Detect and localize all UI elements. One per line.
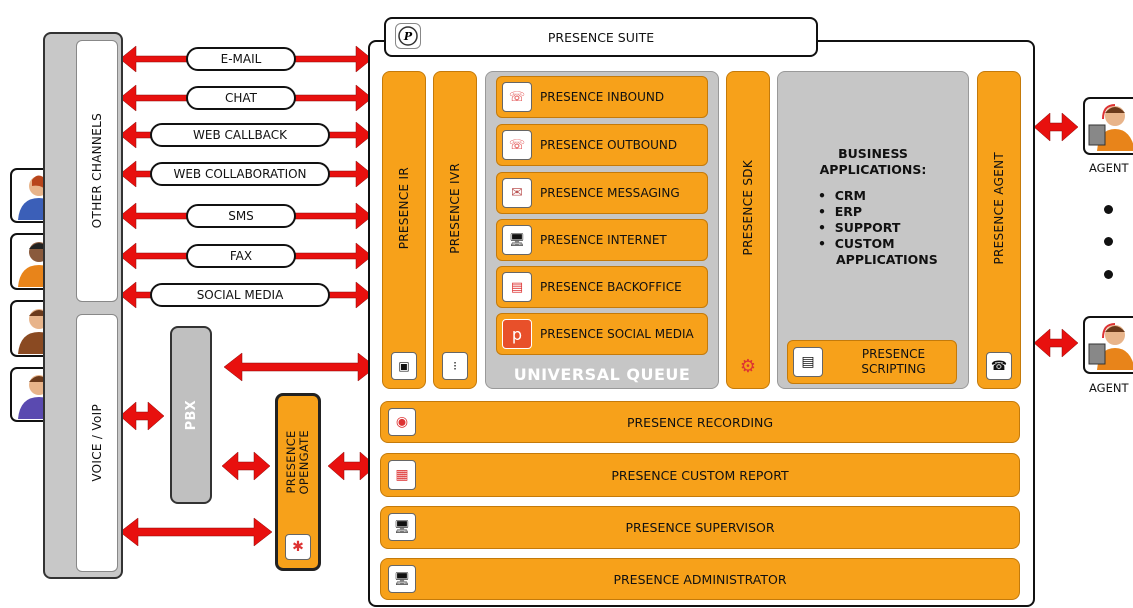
module-outbound: ☏ PRESENCE OUTBOUND [496, 124, 708, 166]
backoffice-icon: ▤ [502, 272, 532, 302]
module-outbound-label: PRESENCE OUTBOUND [540, 138, 678, 152]
social-media-icon: p [502, 319, 532, 349]
ivr-icon: ⁝ [442, 352, 468, 380]
presence-scripting-box: ▤ PRESENCE SCRIPTING [787, 340, 957, 384]
agent-avatar-1 [1083, 97, 1133, 155]
scripting-icon: ▤ [793, 347, 823, 377]
opengate-line1: PRESENCE [284, 430, 298, 494]
module-internet-label: PRESENCE INTERNET [540, 233, 667, 247]
bar-custom-report-label: PRESENCE CUSTOM REPORT [611, 467, 789, 483]
voice-panel: VOICE / VoIP [76, 314, 118, 572]
internet-icon: 🖥 [502, 225, 532, 255]
bar-recording: ◉ PRESENCE RECORDING [380, 401, 1020, 443]
voice-label: VOICE / VoIP [90, 404, 104, 482]
business-item-erp: • ERP [818, 204, 863, 219]
outbound-icon: ☏ [502, 130, 532, 160]
opengate-label: PRESENCE OPENGATE [284, 429, 311, 495]
agent-avatar-2 [1083, 316, 1133, 374]
bar-custom-report: ▦ PRESENCE CUSTOM REPORT [380, 453, 1020, 497]
channel-fax: FAX [186, 244, 296, 268]
module-social-media-label: PRESENCE SOCIAL MEDIA [540, 327, 694, 341]
business-applications-panel: BUSINESS APPLICATIONS: • CRM • ERP • SUP… [777, 71, 969, 389]
business-item-support: • SUPPORT [818, 220, 901, 235]
module-inbound-label: PRESENCE INBOUND [540, 90, 665, 104]
business-item-custom: • CUSTOM [818, 236, 895, 251]
channel-web-collaboration: WEB COLLABORATION [150, 162, 330, 186]
ellipsis-dot-3 [1104, 270, 1113, 279]
agent-label-2: AGENT [1089, 381, 1129, 395]
business-title-line2: APPLICATIONS: [819, 162, 927, 177]
presence-sdk-column: PRESENCE SDK ⚙ [726, 71, 770, 389]
bar-supervisor: 🖥 PRESENCE SUPERVISOR [380, 506, 1020, 549]
agent-headset-icon [1088, 323, 1133, 370]
presence-suite-header: PRESENCE SUITE [384, 17, 818, 57]
sdk-gear-icon: ⚙ [739, 355, 757, 377]
business-item-custom-cont: APPLICATIONS [836, 252, 938, 267]
presence-sdk-label: PRESENCE SDK [741, 160, 755, 256]
supervisor-icon: 🖥 [388, 513, 416, 541]
module-internet: 🖥 PRESENCE INTERNET [496, 219, 708, 261]
business-app-list: • CRM • ERP • SUPPORT • CUSTOM APPLICATI… [818, 188, 968, 268]
inbound-icon: ☏ [502, 82, 532, 112]
scripting-line2: SCRIPTING [861, 362, 926, 376]
agent-headset-icon [1088, 104, 1133, 151]
opengate-icon: ✱ [285, 534, 311, 560]
other-channels-panel: OTHER CHANNELS [76, 40, 118, 302]
bar-administrator-label: PRESENCE ADMINISTRATOR [613, 571, 787, 587]
bar-supervisor-label: PRESENCE SUPERVISOR [625, 520, 775, 535]
module-messaging-label: PRESENCE MESSAGING [540, 186, 680, 200]
channel-chat: CHAT [186, 86, 296, 110]
pbx-label: PBX [183, 399, 199, 431]
ellipsis-dot-2 [1104, 237, 1113, 246]
opengate-box: PRESENCE OPENGATE ✱ [275, 393, 321, 571]
channel-email: E-MAIL [186, 47, 296, 71]
ir-icon: ▣ [391, 352, 417, 380]
administrator-icon: 🖥 [388, 565, 416, 593]
module-backoffice: ▤ PRESENCE BACKOFFICE [496, 266, 708, 308]
agent-icon: ☎ [986, 352, 1012, 380]
business-item-crm: • CRM [818, 188, 866, 203]
other-channels-label: OTHER CHANNELS [90, 113, 104, 229]
channel-sms: SMS [186, 204, 296, 228]
arrow-voice-opengate [119, 517, 273, 547]
opengate-line2: OPENGATE [297, 429, 311, 495]
presence-ir-label: PRESENCE IR [397, 166, 411, 250]
arrow-agent-1 [1033, 112, 1079, 142]
arrow-voice-pbx [119, 401, 165, 431]
bar-recording-label: PRESENCE RECORDING [626, 414, 774, 430]
presence-logo-icon: P [395, 23, 421, 49]
module-backoffice-label: PRESENCE BACKOFFICE [540, 280, 682, 294]
arrow-agent-2 [1033, 328, 1079, 358]
channel-web-callback: WEB CALLBACK [150, 123, 330, 147]
svg-text:P: P [403, 30, 413, 43]
universal-queue-label: UNIVERSAL QUEUE [513, 364, 691, 384]
business-title-line1: BUSINESS [838, 146, 908, 161]
report-icon: ▦ [388, 460, 416, 490]
presence-suite-title: PRESENCE SUITE [547, 29, 655, 45]
module-messaging: ✉ PRESENCE MESSAGING [496, 172, 708, 214]
arrow-pbx-opengate [221, 451, 271, 481]
presence-agent-label: PRESENCE AGENT [992, 151, 1006, 265]
channel-social-media: SOCIAL MEDIA [150, 283, 330, 307]
presence-ivr-label: PRESENCE IVR [448, 162, 462, 254]
scripting-line1: PRESENCE [861, 347, 926, 361]
pbx-box: PBX [170, 326, 212, 504]
presence-ivr-column: PRESENCE IVR ⁝ [433, 71, 477, 389]
arrow-pbx-suite [223, 352, 377, 382]
ellipsis-dot-1 [1104, 205, 1113, 214]
agent-label-1: AGENT [1089, 161, 1129, 175]
module-inbound: ☏ PRESENCE INBOUND [496, 76, 708, 118]
presence-ir-column: PRESENCE IR ▣ [382, 71, 426, 389]
recording-icon: ◉ [388, 408, 416, 436]
messaging-icon: ✉ [502, 178, 532, 208]
presence-agent-column: PRESENCE AGENT ☎ [977, 71, 1021, 389]
module-social-media: p PRESENCE SOCIAL MEDIA [496, 313, 708, 355]
bar-administrator: 🖥 PRESENCE ADMINISTRATOR [380, 558, 1020, 600]
